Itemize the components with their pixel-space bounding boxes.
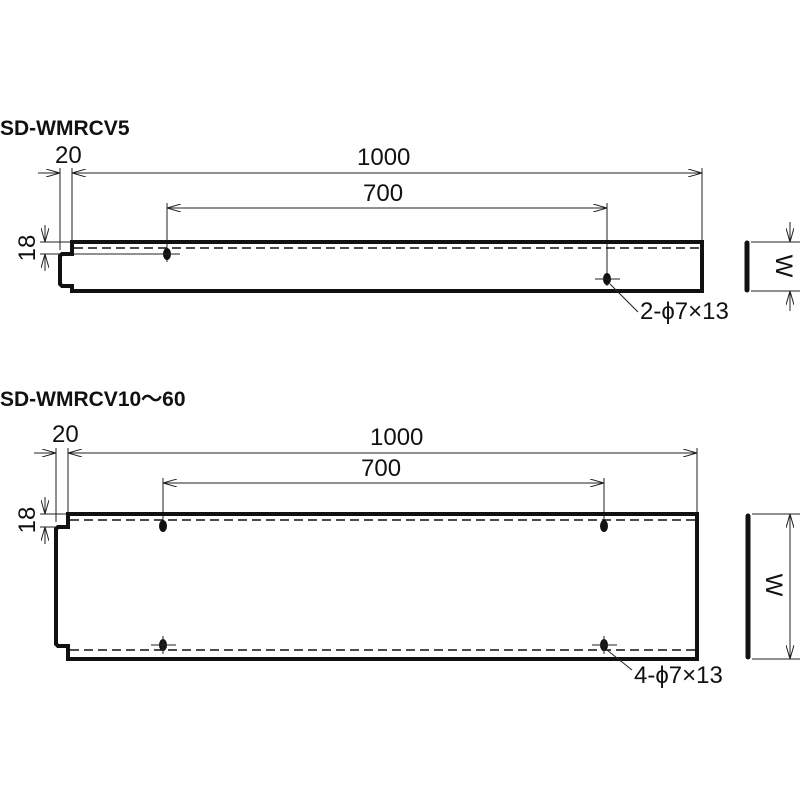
dim-length: 1000 [357, 144, 410, 171]
plate-outline [58, 240, 704, 293]
slot-hole [159, 520, 167, 532]
hole-callout: 4-ϕ7×13 [634, 662, 723, 689]
model-title: SD-WMRCV5 [0, 117, 130, 140]
drawing-sd-wmrcv5: SD-WMRCV5 20 1000 700 18 2-ϕ7×13 [0, 117, 800, 325]
dim-hole-pitch: 700 [363, 180, 403, 207]
dim-offset: 20 [55, 142, 82, 169]
plate-outline [54, 512, 699, 661]
dim-hole-pitch: 700 [361, 455, 401, 482]
slot-hole [600, 520, 608, 532]
side-width-label: W [760, 574, 787, 597]
dim-edge: 18 [14, 235, 41, 262]
side-width-label: W [770, 255, 797, 278]
leader-line [609, 283, 639, 313]
drawing-sd-wmrcv10-60: SD-WMRCV10〜60 20 1000 700 18 4-ϕ7×13 [0, 388, 800, 689]
model-title: SD-WMRCV10〜60 [0, 388, 186, 411]
dim-edge: 18 [14, 507, 41, 534]
leader-line [606, 649, 633, 671]
dim-offset: 20 [52, 421, 79, 448]
hole-callout: 2-ϕ7×13 [640, 298, 729, 325]
dim-length: 1000 [370, 424, 423, 451]
